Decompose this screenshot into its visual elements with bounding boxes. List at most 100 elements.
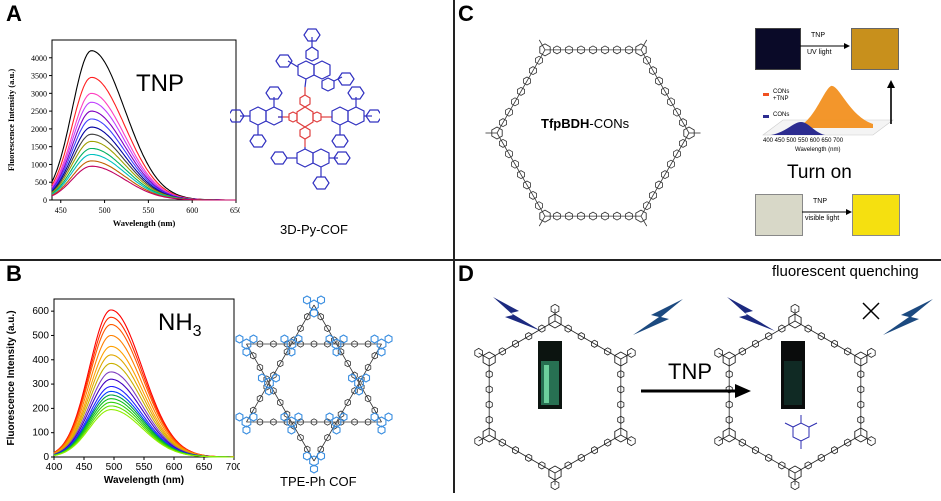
ring xyxy=(765,453,773,462)
ring xyxy=(722,427,736,443)
ring xyxy=(249,412,258,422)
ring xyxy=(499,138,507,148)
ring xyxy=(649,66,657,76)
x-tick-label: 500 xyxy=(106,462,123,473)
arrow-tnp-visible xyxy=(802,209,852,215)
ring xyxy=(263,375,270,383)
ring xyxy=(377,347,386,357)
ring xyxy=(525,453,533,462)
ring xyxy=(538,324,546,333)
ring xyxy=(498,438,506,447)
ring xyxy=(384,334,393,344)
spectra-axis-label: Wavelength (nm) xyxy=(795,147,841,153)
ring xyxy=(655,180,663,190)
ring xyxy=(370,412,379,422)
ring xyxy=(256,394,264,403)
y-tick-label: 400 xyxy=(32,355,49,366)
series-line xyxy=(53,409,234,458)
x-tick-label: 450 xyxy=(55,206,67,215)
ring xyxy=(364,394,372,403)
ring xyxy=(242,347,251,357)
x-axis-label: Wavelength (nm) xyxy=(104,475,184,486)
ring xyxy=(344,398,351,407)
ring xyxy=(548,313,562,329)
y-axis-label: Fluorescence Intensity (a.u.) xyxy=(6,69,16,171)
structure-name-rest: -CONs xyxy=(589,116,630,131)
ring xyxy=(348,373,357,383)
ring xyxy=(844,438,852,447)
ring xyxy=(358,375,365,383)
ring xyxy=(325,412,334,422)
ring xyxy=(613,211,621,221)
x-tick-label: 700 xyxy=(226,462,240,473)
ring xyxy=(725,370,733,379)
series-line xyxy=(51,140,236,201)
ring xyxy=(778,324,786,333)
ring xyxy=(297,433,304,442)
y-tick-label: 0 xyxy=(43,452,49,463)
ring xyxy=(523,76,531,86)
bond xyxy=(620,352,632,360)
y-tick-label: 200 xyxy=(32,403,49,414)
ring xyxy=(256,418,264,426)
y-tick-label: 3000 xyxy=(31,89,47,98)
ring xyxy=(765,332,773,341)
legend-cons-tnp-2: +TNP xyxy=(773,96,789,102)
ring xyxy=(264,386,273,396)
ring xyxy=(867,347,876,358)
ring xyxy=(830,446,839,455)
ring xyxy=(517,170,525,180)
ring xyxy=(485,415,493,424)
bond xyxy=(313,343,382,462)
ring xyxy=(302,451,312,461)
ring xyxy=(553,45,561,55)
ring xyxy=(525,332,533,341)
ring xyxy=(499,118,507,128)
annotation-nh3: NH3 xyxy=(158,309,202,341)
bond xyxy=(620,434,632,442)
ring xyxy=(474,436,483,447)
ring xyxy=(316,295,326,305)
ring xyxy=(511,159,519,169)
legend-cons-tnp-1: CONs xyxy=(773,89,790,95)
structure-name-c: TfpBDH-CONs xyxy=(541,116,629,131)
bond xyxy=(478,434,490,442)
ring xyxy=(384,412,393,422)
y-tick-label: 1000 xyxy=(31,160,47,169)
ring xyxy=(529,66,537,76)
annotation-subscript-3: 3 xyxy=(192,322,202,340)
ring xyxy=(331,336,338,344)
ring xyxy=(511,97,519,107)
spectra-turn-on xyxy=(762,80,895,136)
ring xyxy=(235,334,244,344)
y-tick-label: 500 xyxy=(32,330,49,341)
ring xyxy=(844,347,852,356)
bond xyxy=(496,49,546,134)
x-tick-label: 550 xyxy=(142,206,154,215)
ring xyxy=(679,118,687,128)
ring xyxy=(857,370,865,379)
ring xyxy=(263,383,270,391)
ring xyxy=(355,386,364,396)
ring xyxy=(601,45,609,55)
bond xyxy=(718,352,730,360)
bond xyxy=(488,434,556,474)
reaction-arrow xyxy=(641,384,751,398)
bond xyxy=(640,49,690,134)
ring xyxy=(364,418,372,426)
ring xyxy=(535,201,543,211)
ring xyxy=(635,209,647,223)
bond xyxy=(728,434,796,474)
ring xyxy=(564,461,572,470)
ring xyxy=(294,412,303,422)
bond xyxy=(538,215,546,227)
ring xyxy=(601,211,609,221)
ring xyxy=(577,45,585,55)
ring xyxy=(539,209,551,223)
annotation-tnp-a: TNP xyxy=(136,70,184,97)
vertical-divider xyxy=(453,0,455,493)
fluorescent-quenching-note: fluorescent quenching xyxy=(772,263,919,280)
ring xyxy=(714,436,723,447)
ring xyxy=(590,446,599,455)
